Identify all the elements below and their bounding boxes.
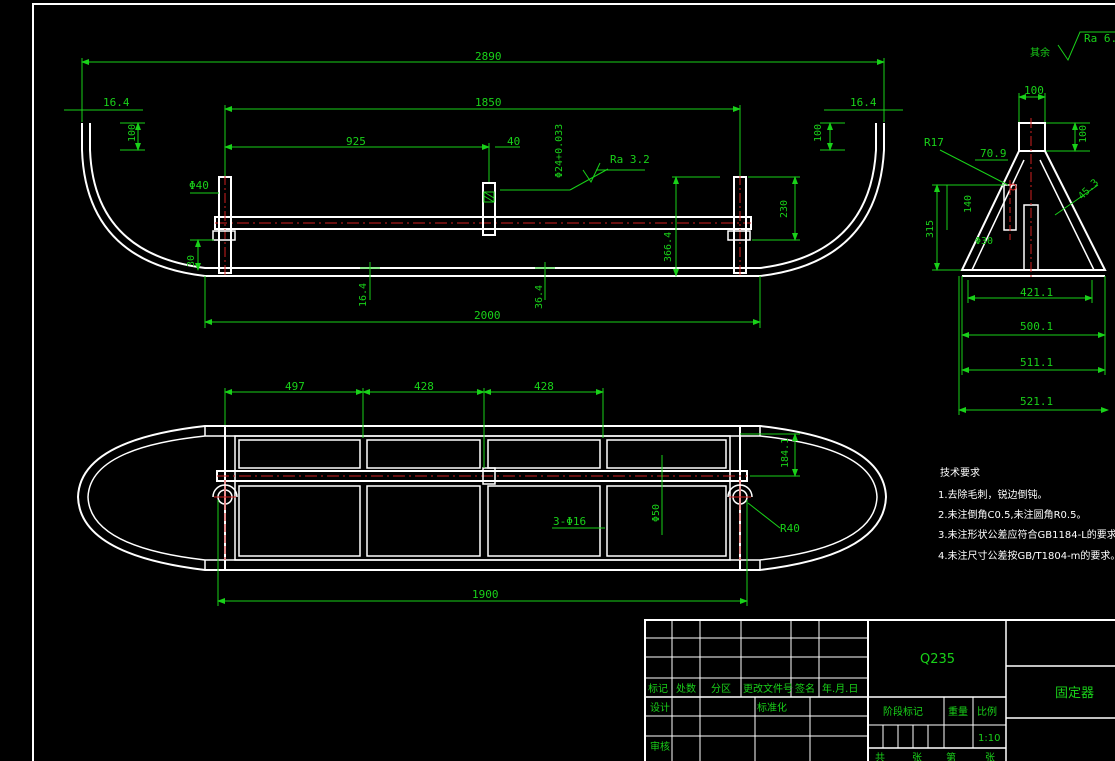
dim-seg2: 428 [414,380,434,393]
dim-holes: 3-Φ16 [553,515,586,528]
dim-right-offset: 16.4 [850,96,877,109]
header-zone: 分区 [711,683,731,695]
roughness-front: Ra 3.2 [610,153,650,166]
weight-label: 重量 [948,705,968,718]
front-view [64,58,903,328]
dim-bottom-left: 16.4 [358,283,369,307]
title-block [644,619,1115,761]
note-item: 3.未注形状公差应符合GB1184-L的要求。 [938,528,1115,541]
roughness-rest-value: Ra 6.3 [1084,32,1115,45]
part-name: 固定器 [1055,686,1094,701]
note-item: 1.去除毛刺，锐边倒钝。 [938,488,1048,501]
dim-side-w1: 421.1 [1020,286,1053,299]
dim-radius: R40 [780,522,800,535]
dim-right-height: 100 [813,124,824,142]
roughness-rest-label: 其余 [1030,46,1050,59]
design-label: 设计 [650,701,670,714]
dim-base-offset: 30 [186,255,197,267]
dim-center-width: 40 [507,135,520,148]
dim-side-radius: R17 [924,136,944,149]
sheet-no-label: 第 [946,751,956,761]
header-change-doc: 更改文件号 [743,682,793,695]
stage-mark-label: 阶段标记 [883,705,923,718]
header-mark: 标记 [648,683,668,695]
dim-center-dia: Φ50 [651,504,662,522]
dim-side-offset: 70.9 [980,147,1007,160]
dim-total-height: 366.4 [663,232,674,262]
header-count: 处数 [676,682,696,695]
dim-base-length: 2000 [474,309,501,322]
scale-label: 比例 [977,705,997,718]
dim-frame-height: 230 [779,200,790,218]
dim-side-width: 184.1 [780,438,791,468]
standardization-label: 标准化 [757,701,787,714]
side-view [932,31,1115,415]
header-date: 年.月.日 [822,682,858,695]
dim-side-small-dia: Φ30 [975,236,993,247]
review-label: 审核 [650,740,670,753]
sheets-total-label: 共 [875,752,885,761]
technical-notes: 技术要求 1.去除毛刺，锐边倒钝。 2.未注倒角C0.5,未注圆角R0.5。 3… [938,466,1115,562]
top-view [76,388,888,606]
sheet-unit-label-2: 张 [985,752,995,761]
dim-hole-fit: Φ24+0.033 [554,124,565,178]
note-item: 4.未注尺寸公差按GB/T1804-m的要求。 [938,549,1115,562]
scale-value: 1:10 [978,733,1000,744]
dim-side-angle: 45.3 [1076,177,1101,202]
dim-side-w2: 500.1 [1020,320,1053,333]
dim-left-offset: 16.4 [103,96,130,109]
dim-half-span: 925 [346,135,366,148]
dim-seg1: 497 [285,380,305,393]
dim-top-length: 1900 [472,588,499,601]
notes-title: 技术要求 [940,466,980,479]
sheet-border [32,3,1115,761]
dim-side-w3: 511.1 [1020,356,1053,369]
dim-inner-span: 1850 [475,96,502,109]
dim-left-height: 100 [127,124,138,142]
header-signature: 签名 [795,682,815,695]
sheet-unit-label: 张 [912,752,922,761]
material-label: Q235 [920,652,955,667]
note-item: 2.未注倒角C0.5,未注圆角R0.5。 [938,508,1086,521]
dim-seg3: 428 [534,380,554,393]
dim-side-w4: 521.1 [1020,395,1053,408]
dim-side-total-height: 315 [925,220,936,238]
dim-side-top-width: 100 [1024,84,1044,97]
dim-overall: 2890 [475,50,502,63]
dim-post-dia: Φ40 [189,179,209,192]
dim-side-height: 140 [963,195,974,213]
dim-side-top-height: 100 [1078,125,1089,143]
dim-bottom-mid: 36.4 [534,285,545,309]
